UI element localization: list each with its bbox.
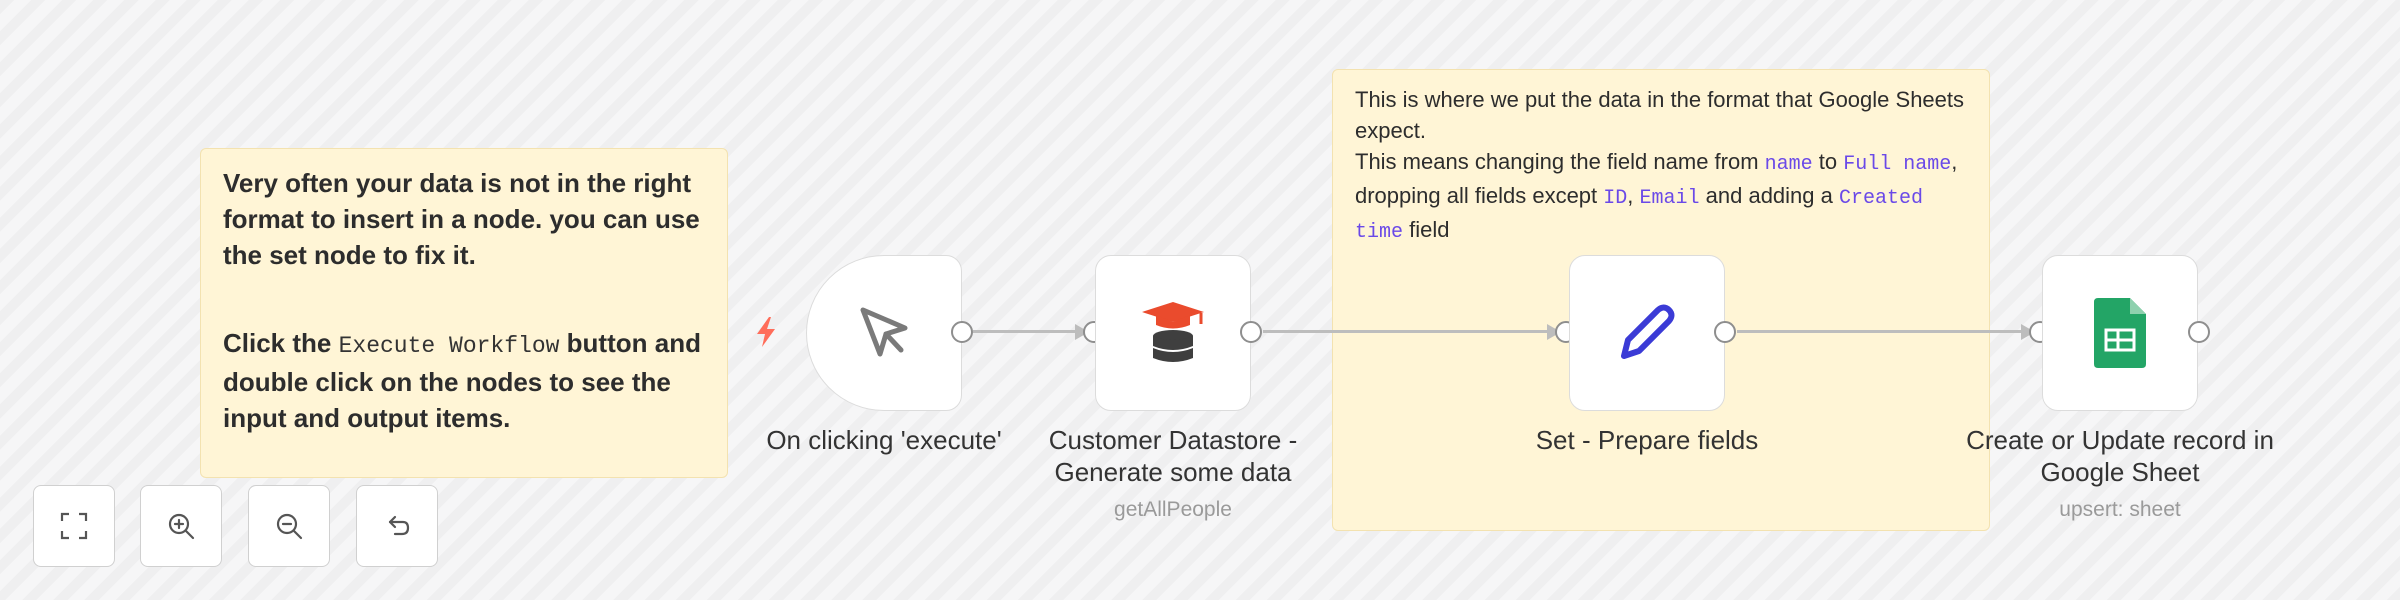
fit-view-icon	[60, 512, 88, 540]
execute-workflow-code: Execute Workflow	[338, 333, 560, 359]
node-customer-datastore[interactable]	[1095, 255, 1251, 411]
zoom-out-icon	[276, 513, 303, 540]
node-label: Set - Prepare fields	[1535, 425, 1759, 455]
sticky-note-text: This is where we put the data in the for…	[1355, 87, 1965, 143]
cursor-icon	[860, 307, 908, 357]
node-subtitle: getAllPeople	[1114, 498, 1232, 521]
code-full-name: Full name	[1843, 153, 1952, 176]
code-created-time: Created time	[1355, 187, 1924, 244]
reset-zoom-button[interactable]	[356, 485, 438, 567]
code-email: Email	[1639, 187, 1700, 210]
zoom-in-button[interactable]	[140, 485, 222, 567]
pencil-icon	[1621, 304, 1675, 359]
node-manual-trigger[interactable]	[806, 255, 962, 411]
zoom-out-button[interactable]	[248, 485, 330, 567]
node-set-prepare-fields[interactable]	[1569, 255, 1725, 411]
node-subtitle: upsert: sheet	[2059, 498, 2181, 521]
reset-icon	[388, 515, 410, 536]
connection-line[interactable]	[1263, 330, 1555, 333]
node-label: Create or Update record in Google Sheet	[1966, 425, 2274, 487]
connection-line[interactable]	[973, 330, 1083, 333]
datastore-icon	[1142, 302, 1204, 362]
output-handle[interactable]	[951, 321, 973, 343]
output-handle[interactable]	[1240, 321, 1262, 343]
node-label: Customer Datastore - Generate some data	[1048, 425, 1298, 487]
zoom-in-icon	[168, 513, 195, 540]
sticky-note-text: Click the Execute Workflow button and do…	[223, 328, 701, 433]
sticky-note-set-explanation[interactable]: This is where we put the data in the for…	[1332, 69, 1990, 531]
output-handle[interactable]	[2188, 321, 2210, 343]
node-google-sheets[interactable]	[2042, 255, 2198, 411]
google-sheets-icon	[2094, 298, 2146, 368]
fit-view-button[interactable]	[33, 485, 115, 567]
sticky-note-text: This means changing the field name from …	[1355, 149, 1958, 244]
code-name: name	[1764, 153, 1813, 176]
connection-line[interactable]	[1737, 330, 2029, 333]
output-handle[interactable]	[1714, 321, 1736, 343]
lightning-bolt-icon	[757, 317, 775, 347]
node-label: On clicking 'execute'	[766, 425, 1002, 455]
code-id: ID	[1603, 187, 1628, 210]
sticky-note-text: Very often your data is not in the right…	[223, 168, 700, 270]
sticky-note-instructions[interactable]: Very often your data is not in the right…	[200, 148, 728, 478]
